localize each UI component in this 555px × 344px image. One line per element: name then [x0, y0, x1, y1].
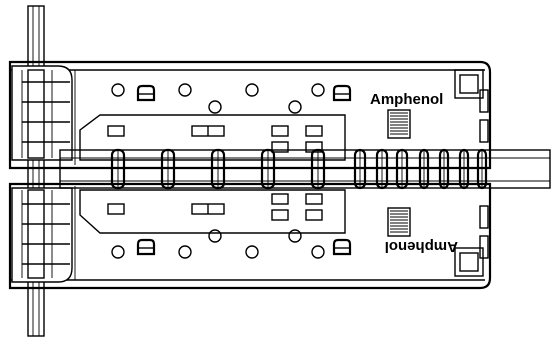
d-tab — [136, 238, 156, 256]
panel-slot — [271, 209, 289, 221]
panel-slot — [271, 125, 289, 137]
latch-clip-bottom — [11, 187, 73, 283]
d-tabs — [136, 84, 352, 256]
mounting-holes — [111, 83, 325, 259]
d-tab — [332, 84, 352, 102]
corner-latch-bottom — [454, 247, 484, 277]
mounting-hole — [111, 83, 125, 97]
panel-slots — [107, 125, 323, 221]
cage-body-bottom — [8, 182, 492, 290]
striped-pad-top — [387, 109, 411, 139]
mounting-hole — [311, 83, 325, 97]
right-edge-tabs — [479, 89, 489, 259]
mounting-hole — [111, 245, 125, 259]
panel-slot — [305, 209, 323, 221]
contact-springs — [110, 148, 488, 190]
striped-pad-bottom — [387, 207, 411, 237]
inner-panel-top — [79, 114, 346, 161]
mounting-hole — [178, 245, 192, 259]
mounting-hole — [245, 83, 259, 97]
panel-slot — [271, 193, 289, 205]
panel-slot — [305, 125, 323, 137]
brand-label-top: Amphenol — [370, 91, 443, 108]
panel-slot — [107, 125, 125, 137]
mounting-hole — [311, 245, 325, 259]
panel-slot — [271, 141, 289, 153]
panel-slot — [107, 203, 125, 215]
mounting-hole — [245, 245, 259, 259]
mounting-hole — [288, 229, 302, 243]
mounting-hole — [208, 100, 222, 114]
inner-panel-bottom — [79, 189, 346, 234]
latch-clip-top — [11, 65, 73, 161]
d-tab — [332, 238, 352, 256]
mounting-hole — [208, 229, 222, 243]
brand-label-bottom: Amphenol — [385, 238, 458, 255]
d-tab — [136, 84, 156, 102]
cage-body-top — [8, 60, 492, 170]
panel-slot — [305, 193, 323, 205]
corner-latch-top — [454, 69, 484, 99]
mounting-hole — [288, 100, 302, 114]
press-fit-pin-strip — [27, 5, 45, 337]
mounting-hole — [178, 83, 192, 97]
panel-slot — [305, 141, 323, 153]
